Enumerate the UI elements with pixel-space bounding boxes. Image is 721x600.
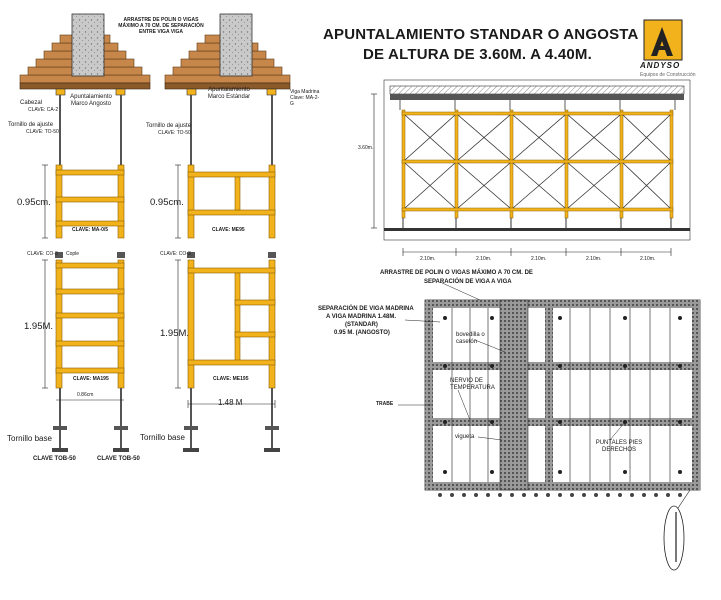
width-angosto-label: 0.86cm <box>77 392 94 398</box>
marco-angosto-drawing <box>19 13 151 452</box>
width-estandar-label: 1.48 M <box>218 398 243 407</box>
clave-co-label-b: CLAVE: CO-3 <box>160 251 191 257</box>
cabezal-clave-label: CLAVE: CA-2 <box>28 107 59 113</box>
span-label-1: 2.10m. <box>420 256 436 262</box>
trabe-label: TRABE <box>376 401 394 407</box>
viga-madrina-label: Viga Madrina Clave: MA-2-G <box>290 89 320 107</box>
plan-note-left-line-4: 0.95 M. (ANGOSTO) <box>334 330 390 336</box>
plan-drawing <box>398 281 701 571</box>
plan-note-top-line-1: ARRASTRE DE POLIN O VIGAS MÁXIMO A 70 CM… <box>380 270 533 276</box>
puntales-label: PUNTALES PIES DERECHOS <box>595 440 643 454</box>
dim-195-estandar: 1.95M. <box>160 328 190 339</box>
tornillo-ajuste-label-b: Tornillo de ajuste <box>146 123 192 129</box>
top-note-polin: ARRASTRE DE POLIN O VIGAS MÁXIMO A 70 CM… <box>118 17 204 35</box>
page-title-line-2: DE ALTURA DE 3.60M. A 4.40M. <box>363 46 592 63</box>
bovedilla-label: bovedilla o casetón <box>456 332 485 346</box>
clave-me-label: CLAVE: ME95 <box>212 227 245 233</box>
plan-note-left-line-2: A VIGA MADRINA 1.48M. <box>326 314 397 320</box>
clave-me195-label: CLAVE: ME195 <box>213 376 249 382</box>
logo-tagline: Equipos de Construcción <box>640 72 696 78</box>
clave-tob-label-a: CLAVE TOB-50 <box>33 456 76 462</box>
elevation-height-label: 3.60m. <box>358 145 374 151</box>
span-label-2: 2.10m. <box>476 256 492 262</box>
cople-label: Cople <box>66 251 80 257</box>
marco-angosto-label: Apuntalamiento Marco Angosto <box>70 94 112 107</box>
plan-note-left-line-3: (STANDAR) <box>345 322 378 328</box>
span-label-5: 2.10m. <box>640 256 656 262</box>
dim-195-angosto: 1.95M. <box>24 321 54 332</box>
marco-estandar-drawing <box>164 13 291 452</box>
tornillo-ajuste-label: Tornillo de ajuste <box>8 122 54 128</box>
andyso-logo-mark <box>643 19 683 61</box>
tornillo-base-label-a: Tornillo base <box>7 434 52 443</box>
tornillo-clave-label-b: CLAVE: TO-50 <box>158 130 191 136</box>
clave-ma-label: CLAVE: MA-0/5 <box>72 227 109 233</box>
dim-095-angosto: 0.95cm. <box>17 197 51 208</box>
vigueta-label: vigueta <box>455 434 475 440</box>
dim-095-estandar: 0.95cm. <box>150 197 184 208</box>
logo-name: ANDYSO <box>640 61 681 70</box>
plan-note-left-line-1: SEPARACIÓN DE VIGA MADRINA <box>318 306 414 312</box>
clave-tob-label-b: CLAVE TOB-50 <box>97 456 140 462</box>
clave-ma195-label: CLAVE: MA195 <box>73 376 109 382</box>
nervio-label: NERVIO DE TEMPERATURA <box>450 378 495 392</box>
elevation-drawing <box>371 79 691 256</box>
marco-estandar-label: Apuntalamiento Marco Estándar <box>207 87 251 100</box>
plan-note-top-line-2: SEPARACIÓN DE VIGA A VIGA <box>424 279 512 285</box>
tornillo-base-label-b: Tornillo base <box>140 433 185 442</box>
page-title-line-1: APUNTALAMIENTO STANDAR O ANGOSTA <box>323 26 639 43</box>
clave-co-label: CLAVE: CO-3 <box>27 251 58 257</box>
tornillo-clave-label: CLAVE: TO-50 <box>26 129 59 135</box>
span-label-3: 2.10m. <box>531 256 547 262</box>
cabezal-label: Cabezal <box>20 100 43 106</box>
span-label-4: 2.10m. <box>586 256 602 262</box>
